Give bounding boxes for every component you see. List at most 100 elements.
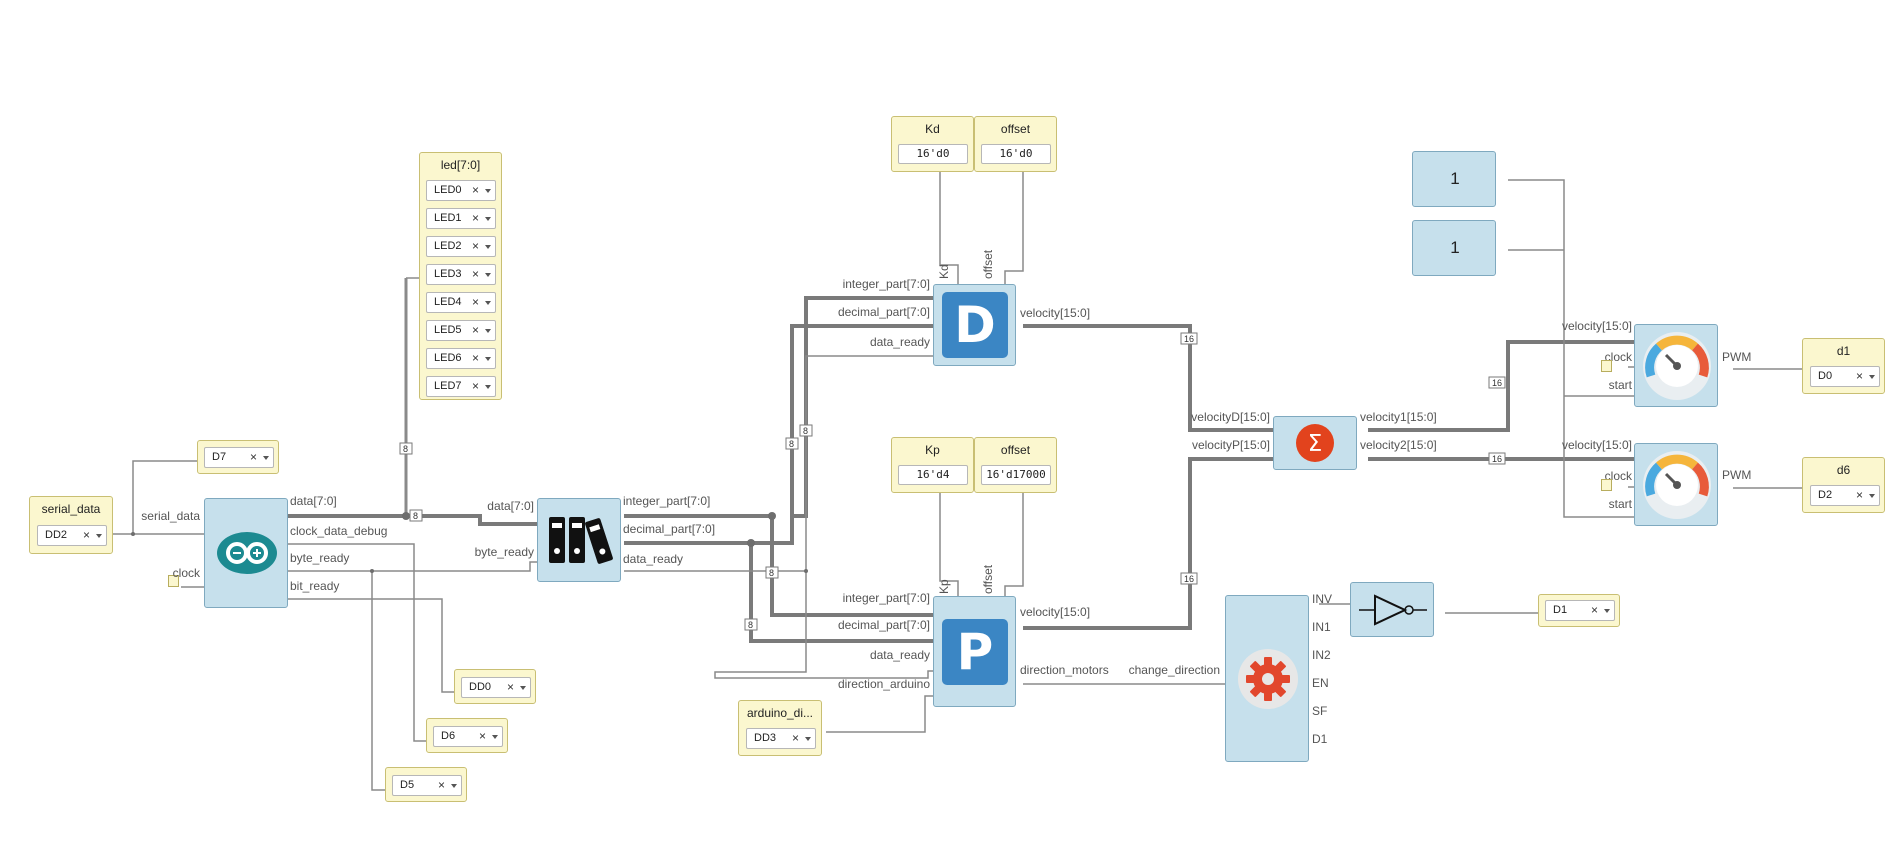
d1-select[interactable]: D1 × — [1545, 600, 1615, 621]
clear-icon[interactable]: × — [1855, 488, 1863, 502]
serial-data-select[interactable]: DD2 × — [37, 525, 107, 546]
clear-icon[interactable]: × — [1590, 603, 1598, 617]
clear-icon[interactable]: × — [791, 731, 799, 745]
offset-d-constant[interactable]: offset 16'd0 — [974, 116, 1057, 172]
junction-data — [402, 512, 410, 520]
chevron-down-icon[interactable] — [1869, 494, 1875, 498]
pwm-output-d1[interactable]: d1 D0 × — [1802, 338, 1885, 394]
led-select[interactable]: LED5× — [426, 320, 496, 341]
pwm-block-b[interactable] — [1634, 443, 1718, 526]
not-gate-icon — [1359, 594, 1427, 626]
clear-icon[interactable]: × — [478, 729, 486, 743]
d1-output[interactable]: D1 × — [1538, 594, 1620, 627]
arduino-block[interactable] — [204, 498, 288, 608]
clock-input-pwm-b[interactable] — [1601, 479, 1612, 491]
serial-data-input[interactable]: serial_data DD2 × — [29, 496, 113, 554]
clear-icon[interactable]: × — [471, 323, 479, 337]
d5-output[interactable]: D5 × — [385, 767, 467, 802]
splitter-block[interactable] — [537, 498, 621, 582]
bus-width-data: 8 — [409, 509, 423, 522]
clear-icon[interactable]: × — [471, 183, 479, 197]
offset-p-title: offset — [1000, 443, 1031, 457]
clock-input-arduino[interactable] — [168, 575, 179, 587]
led-select[interactable]: LED4× — [426, 292, 496, 313]
chevron-down-icon[interactable] — [485, 217, 491, 221]
pwm-output-d6[interactable]: d6 D2 × — [1802, 457, 1885, 513]
kp-constant[interactable]: Kp 16'd4 — [891, 437, 974, 493]
led-select[interactable]: LED3× — [426, 264, 496, 285]
led-output-bank[interactable]: led[7:0] LED0×LED1×LED2×LED3×LED4×LED5×L… — [419, 152, 502, 400]
chevron-down-icon[interactable] — [451, 784, 457, 788]
clear-icon[interactable]: × — [471, 211, 479, 225]
dd0-output[interactable]: DD0 × — [454, 669, 536, 704]
arduino-direction-select[interactable]: DD3 × — [746, 728, 816, 749]
clear-icon[interactable]: × — [82, 528, 90, 542]
chevron-down-icon[interactable] — [485, 385, 491, 389]
clear-icon[interactable]: × — [437, 778, 445, 792]
d-port-decimal-part: decimal_part[7:0] — [837, 305, 930, 319]
clear-icon[interactable]: × — [471, 295, 479, 309]
pwm-output-d6-select[interactable]: D2 × — [1810, 485, 1880, 506]
p-block[interactable]: P — [933, 596, 1016, 707]
wire-bit-ready — [288, 598, 458, 693]
clear-icon[interactable]: × — [471, 267, 479, 281]
binders-icon — [549, 517, 613, 564]
chevron-down-icon[interactable] — [492, 735, 498, 739]
clear-icon[interactable]: × — [506, 680, 514, 694]
kd-value[interactable]: 16'd0 — [898, 144, 968, 164]
chevron-down-icon[interactable] — [520, 686, 526, 690]
constant-one-a[interactable]: 1 — [1412, 151, 1496, 207]
bus-width-integer-p: 8 — [765, 566, 779, 579]
junction-decimal — [747, 539, 755, 547]
led-select[interactable]: LED2 × — [426, 236, 496, 257]
offset-d-value[interactable]: 16'd0 — [981, 144, 1051, 164]
clear-icon[interactable]: × — [471, 351, 479, 365]
pwm-block-a[interactable] — [1634, 324, 1718, 407]
kd-constant[interactable]: Kd 16'd0 — [891, 116, 974, 172]
constant-one-b[interactable]: 1 — [1412, 220, 1496, 276]
chevron-down-icon[interactable] — [485, 301, 491, 305]
clear-icon[interactable]: × — [249, 450, 257, 464]
d-letter: D — [942, 292, 1008, 358]
chevron-down-icon[interactable] — [485, 273, 491, 277]
chevron-down-icon[interactable] — [1604, 609, 1610, 613]
chevron-down-icon[interactable] — [485, 189, 491, 193]
d7-select[interactable]: D7 × — [204, 447, 274, 468]
offset-p-value[interactable]: 16'd17000 — [981, 465, 1051, 485]
clear-icon[interactable]: × — [471, 239, 479, 253]
kp-value[interactable]: 16'd4 — [898, 465, 968, 485]
bus-width-velocity1: 16 — [1488, 376, 1506, 389]
dd0-select[interactable]: DD0 × — [461, 677, 531, 698]
not-gate-block[interactable] — [1350, 582, 1434, 637]
motor-control-block[interactable] — [1225, 595, 1309, 762]
clear-icon[interactable]: × — [471, 379, 479, 393]
chevron-down-icon[interactable] — [485, 245, 491, 249]
d6-output[interactable]: D6 × — [426, 718, 508, 753]
pwm-a-port-velocity: velocity[15:0] — [1561, 319, 1632, 333]
chevron-down-icon[interactable] — [805, 737, 811, 741]
d-block[interactable]: D — [933, 284, 1016, 366]
led-select[interactable]: LED6× — [426, 348, 496, 369]
led-select[interactable]: LED1× — [426, 208, 496, 229]
d7-output[interactable]: D7 × — [197, 440, 279, 474]
offset-d-title: offset — [1000, 122, 1031, 136]
pwm-a-port-clock: clock — [1604, 350, 1632, 364]
offset-p-constant[interactable]: offset 16'd17000 — [974, 437, 1057, 493]
sum-block[interactable]: Σ — [1273, 416, 1357, 470]
chevron-down-icon[interactable] — [96, 534, 102, 538]
chevron-down-icon[interactable] — [263, 456, 269, 460]
wire-data-ready-p — [714, 571, 940, 679]
led-select[interactable]: LED7× — [426, 376, 496, 397]
chevron-down-icon[interactable] — [1869, 375, 1875, 379]
d6-select[interactable]: D6 × — [433, 726, 503, 747]
chevron-down-icon[interactable] — [485, 329, 491, 333]
clear-icon[interactable]: × — [1855, 369, 1863, 383]
arduino-direction-input[interactable]: arduino_di... DD3 × — [738, 700, 822, 756]
junction-data-ready — [804, 569, 808, 573]
pwm-output-d1-select[interactable]: D0 × — [1810, 366, 1880, 387]
clock-input-pwm-a[interactable] — [1601, 360, 1612, 372]
led-select[interactable]: LED0× — [426, 180, 496, 201]
d5-select[interactable]: D5 × — [392, 775, 462, 796]
chevron-down-icon[interactable] — [485, 357, 491, 361]
led-value: LED2 — [434, 240, 462, 252]
